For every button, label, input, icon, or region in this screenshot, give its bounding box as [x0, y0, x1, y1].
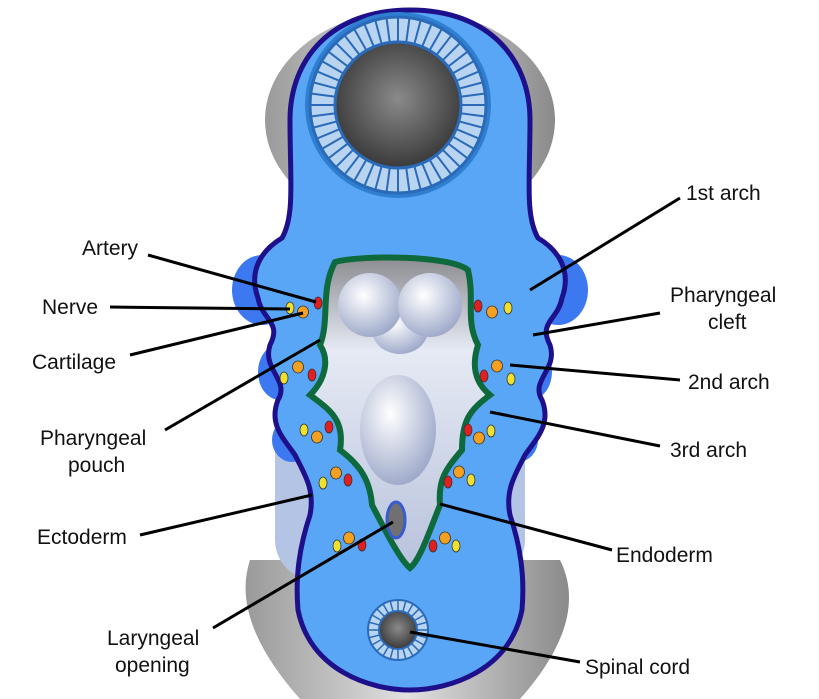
spinal-cord	[367, 599, 429, 661]
nerve-dot	[279, 371, 289, 385]
eye	[305, 12, 491, 198]
label-third-arch: 3rd arch	[670, 439, 747, 462]
cartilage-dot	[297, 305, 309, 319]
artery-dot	[443, 475, 453, 489]
artery-dot	[479, 369, 489, 383]
label-pharyngeal-cleft: Pharyngeal	[670, 284, 776, 307]
label-nerve: Nerve	[42, 296, 98, 319]
label-cartilage: Cartilage	[32, 351, 116, 374]
cartilage-dot	[292, 360, 304, 374]
cartilage-dot	[311, 430, 323, 444]
label-ectoderm: Ectoderm	[37, 526, 127, 549]
cartilage-dot	[486, 305, 498, 319]
cartilage-dot	[343, 531, 355, 545]
artery-dot	[324, 420, 334, 434]
artery-dot	[313, 296, 323, 310]
label-pharyngeal-cleft-2: cleft	[708, 311, 747, 334]
laryngeal-opening	[385, 500, 407, 540]
cartilage-dot	[439, 531, 451, 545]
arch-components	[279, 296, 516, 553]
nerve-dot	[486, 424, 496, 438]
label-endoderm: Endoderm	[616, 544, 713, 567]
artery-dot	[463, 423, 473, 437]
artery-dot	[307, 368, 317, 382]
cartilage-dot	[453, 465, 465, 479]
nerve-dot	[466, 473, 476, 487]
label-laryngeal-opening-2: opening	[115, 654, 190, 677]
label-first-arch: 1st arch	[686, 182, 761, 205]
cartilage-dot	[330, 466, 342, 480]
label-laryngeal-opening: Laryngeal	[107, 627, 199, 650]
nerve-dot	[318, 476, 328, 490]
artery-dot	[473, 299, 483, 313]
nerve-dot	[299, 423, 309, 437]
cartilage-dot	[491, 359, 503, 373]
cartilage-dot	[473, 431, 485, 445]
label-pharyngeal-pouch: Pharyngeal	[40, 427, 146, 450]
nerve-dot	[503, 301, 513, 315]
label-pharyngeal-pouch-2: pouch	[68, 454, 125, 477]
label-spinal-cord: Spinal cord	[585, 656, 690, 679]
label-second-arch: 2nd arch	[688, 371, 770, 394]
artery-dot	[343, 473, 353, 487]
nerve-dot	[332, 539, 342, 553]
artery-dot	[428, 539, 438, 553]
nerve-dot	[451, 539, 461, 553]
label-artery: Artery	[82, 237, 139, 260]
cavity-structures	[338, 273, 462, 540]
nerve-dot	[506, 372, 516, 386]
leader-lines	[109, 196, 681, 664]
